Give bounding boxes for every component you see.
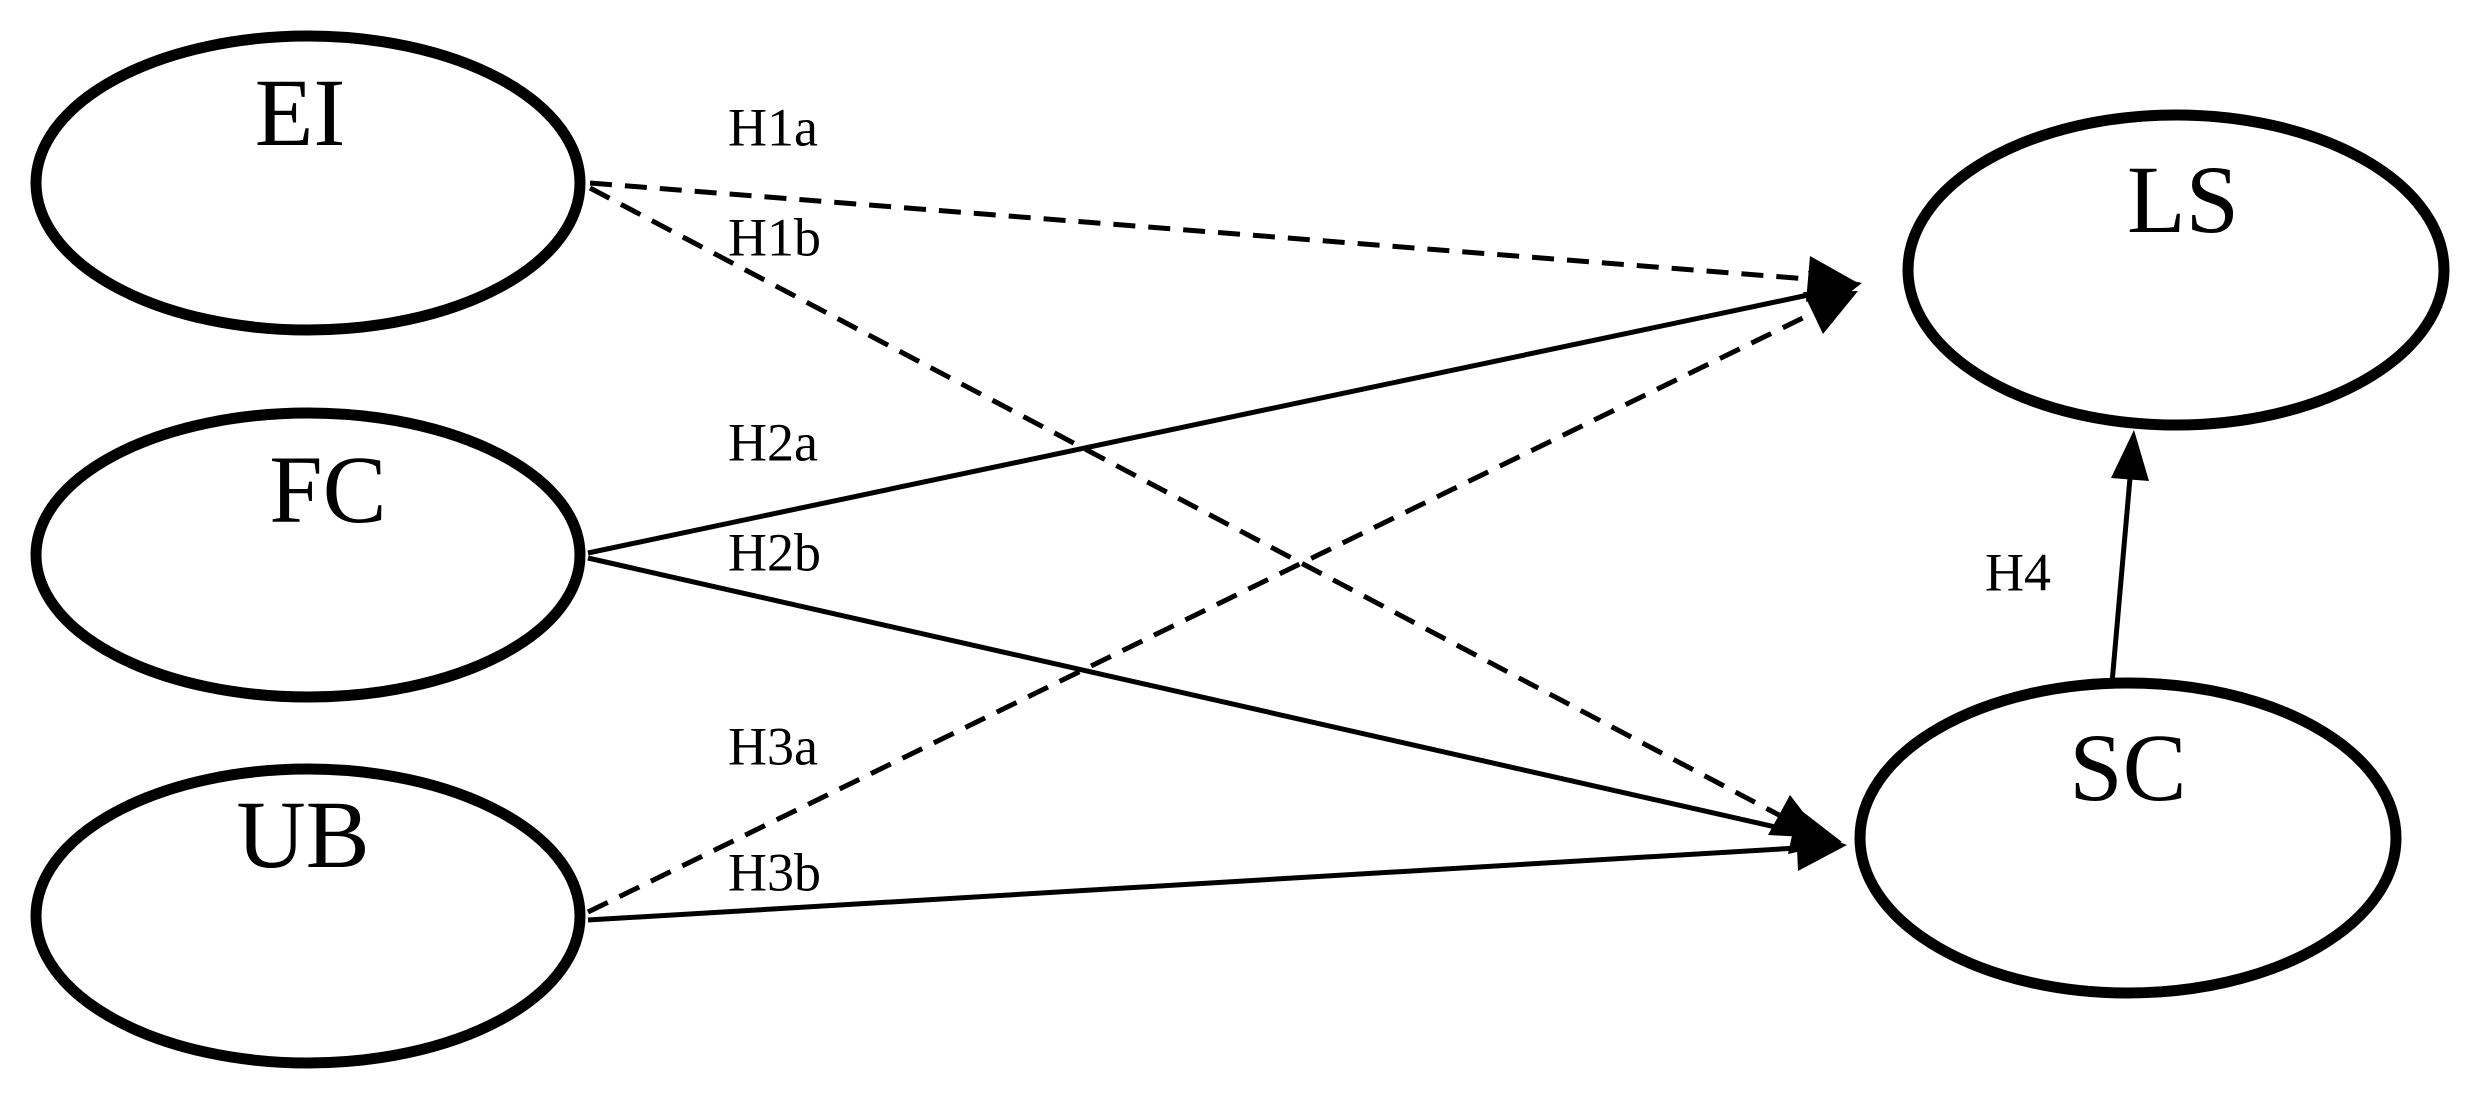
edge-h1b-line [588, 185, 1781, 818]
node-sc-label: SC [2069, 714, 2186, 821]
edge-h2b-line [587, 555, 1794, 834]
node-ub-label: UB [236, 781, 369, 888]
edge-h3b-label: H3b [728, 842, 821, 902]
node-ei-label: EI [255, 59, 346, 166]
edge-h2a-line [587, 291, 1814, 556]
node-ub: UB [30, 763, 586, 1069]
edge-h3a-line [586, 310, 1815, 915]
node-ls: LS [1902, 109, 2450, 431]
node-ub-ellipse [30, 763, 586, 1069]
edge-h2a-label: H2a [728, 412, 818, 472]
node-sc-ellipse [1854, 677, 2402, 999]
edge-h3a-label: H3a [728, 716, 818, 776]
edge-h3a-arrowhead [1803, 291, 1858, 334]
node-fc-ellipse [30, 407, 586, 703]
node-fc-label: FC [269, 436, 386, 543]
edge-h4-label: H4 [1985, 542, 2051, 602]
edge-h2a: H2a [587, 271, 1862, 556]
edge-h1a-line [589, 180, 1809, 282]
node-fc: FC [30, 407, 586, 703]
edge-h1a: H1a [589, 97, 1858, 302]
edge-h2b: H2b [587, 522, 1842, 854]
edge-h4: H4 [1985, 430, 2149, 684]
edge-h4-line [2109, 477, 2133, 684]
edge-h3b-line [587, 845, 1798, 923]
edge-h1b-label: H1b [728, 207, 821, 267]
node-ls-ellipse [1902, 109, 2450, 431]
edge-h3b-arrowhead [1796, 825, 1847, 871]
node-ls-label: LS [2127, 146, 2239, 253]
edge-h3a: H3a [586, 291, 1858, 915]
node-sc: SC [1854, 677, 2402, 999]
edge-h1a-label: H1a [728, 97, 818, 157]
edge-h4-arrowhead [2111, 430, 2149, 481]
edge-h2b-label: H2b [728, 522, 821, 582]
edge-h3b: H3b [587, 825, 1847, 923]
node-ei: EI [30, 30, 586, 336]
node-ei-ellipse [30, 30, 586, 336]
